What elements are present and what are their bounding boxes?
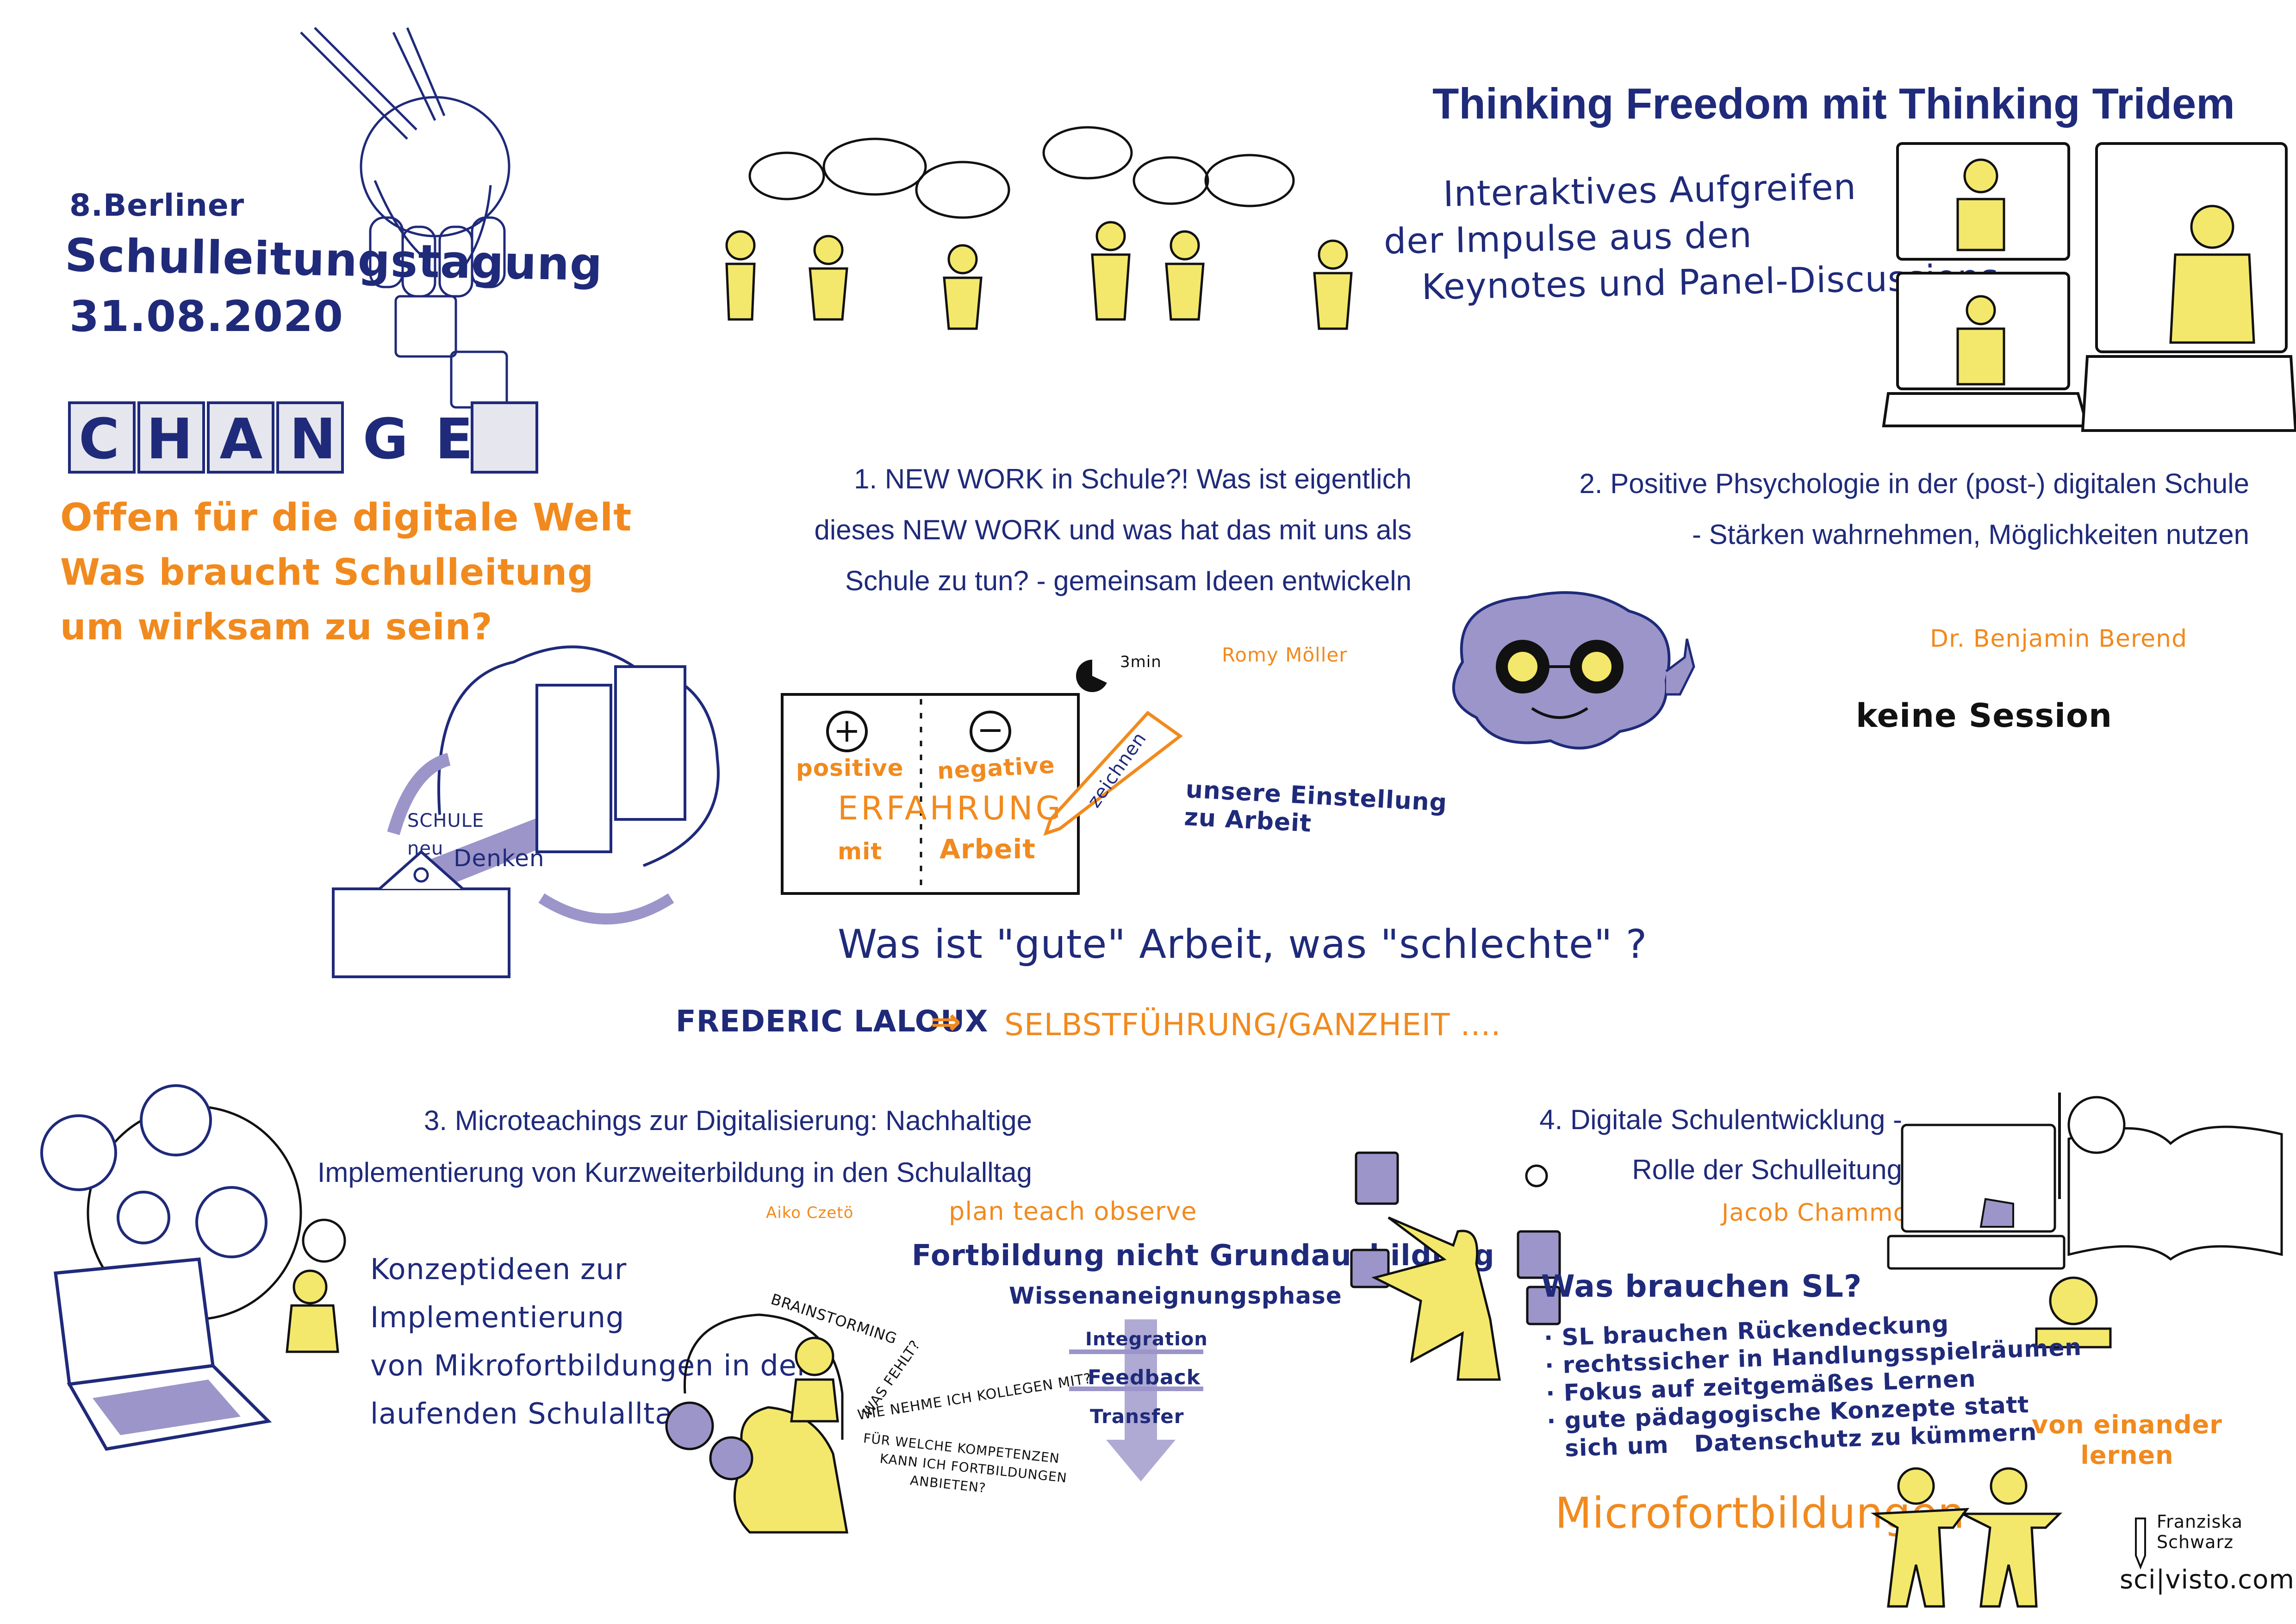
concept-label: SELBSTFÜHRUNG/GANZHEIT ....	[1004, 1007, 1501, 1043]
signature-name-line: Schwarz	[2157, 1532, 2234, 1552]
video-conference-illustration	[1882, 142, 2296, 432]
concept-ideas-line: laufenden Schulalltag	[370, 1397, 692, 1430]
fortbildung-note: Fortbildung nicht Grundausbildung	[912, 1238, 1495, 1272]
learning-steps-arrow	[1069, 1319, 1203, 1481]
session3-title-line: 3. Microteachings zur Digitalisierung: N…	[424, 1105, 1032, 1136]
session3-title-line: Implementierung von Kurzweiterbildung in…	[317, 1157, 1032, 1188]
label-schule: SCHULE	[407, 810, 485, 831]
attitude-note: unsere Einstellung zu Arbeit	[1183, 775, 1448, 844]
signature-name-line: Franziska	[2157, 1512, 2243, 1532]
session4-title-line: Rolle der Schulleitung	[1632, 1154, 1902, 1185]
signature-name: Franziska Schwarz	[2157, 1512, 2243, 1552]
session4-speaker: Jacob Chammon	[1722, 1199, 1924, 1227]
session4-question: Was brauchen SL?	[1541, 1268, 1862, 1304]
concept-ideas-line: Konzeptideen zur	[370, 1252, 627, 1286]
session4-title: 4. Digitale Schulentwicklung - Rolle der…	[1412, 1095, 1902, 1195]
experience-matrix: + −	[781, 659, 1183, 895]
thinking-person-illustration	[286, 1218, 346, 1353]
step-integration: Integration	[1085, 1329, 1208, 1350]
brainstorming-head-illustration	[665, 1313, 848, 1534]
author-name: FREDERIC LALOUX	[676, 1005, 989, 1039]
change-blocks	[68, 401, 538, 474]
step-feedback: Feedback	[1088, 1366, 1201, 1389]
session1-title: 1. NEW WORK in Schule?! Was ist eigentli…	[648, 454, 1412, 606]
session2-speaker: Dr. Benjamin Berend	[1930, 625, 2188, 653]
session3-speaker: Aiko Czetö	[766, 1204, 854, 1222]
signature-site: sci|visto.com	[2120, 1565, 2295, 1595]
pencil-icon	[2135, 1518, 2146, 1570]
central-question-line: Was braucht Schulleitung	[60, 552, 594, 593]
session1-speaker: Romy Möller	[1222, 643, 1348, 666]
mit-label: mit	[838, 838, 883, 865]
arbeit-label: Arbeit	[940, 833, 1036, 865]
session4-bullets: · SL brauchen Rückendeckung · rechtssich…	[1543, 1305, 2085, 1463]
von-einander-line: von einander	[2032, 1410, 2222, 1439]
svg-text:+: +	[834, 712, 861, 750]
multitasking-person-illustration	[1350, 1151, 1561, 1381]
event-name-line1: 8.Berliner	[69, 187, 245, 223]
experience-word: ERFAHRUNG	[838, 789, 1064, 827]
label-denken: Denken	[454, 845, 545, 872]
label-neu: neu	[407, 838, 444, 859]
robot-hand-illustration	[300, 27, 510, 409]
session4-title-line: 4. Digitale Schulentwicklung -	[1539, 1104, 1902, 1135]
session3-title: 3. Microteachings zur Digitalisierung: N…	[28, 1095, 1032, 1199]
concept-ideas-line: von Mikrofortbildungen in den	[370, 1349, 816, 1382]
session1-title-line: Schule zu tun? - gemeinsam Ideen entwick…	[845, 565, 1412, 596]
two-people-illustration	[1870, 1467, 2063, 1608]
central-question-line: Offen für die digitale Welt	[60, 496, 632, 540]
central-question: Offen für die digitale Welt Was braucht …	[60, 491, 632, 655]
session1-title-line: dieses NEW WORK und was hat das mit uns …	[814, 514, 1412, 545]
brain-sunglasses-illustration	[1452, 591, 1695, 750]
step-transfer: Transfer	[1090, 1405, 1184, 1428]
school-new-thinking-illustration	[332, 645, 720, 978]
digital-school-illustration	[1887, 1093, 2283, 1349]
session2-title-line: 2. Positive Phsychologie in der (post-) …	[1579, 468, 2249, 499]
work-question: Was ist "gute" Arbeit, was "schlechte" ?	[838, 921, 1648, 968]
session1-title-line: 1. NEW WORK in Schule?! Was ist eigentli…	[854, 463, 1412, 494]
arrow-symbol: ⇒	[930, 1000, 962, 1043]
timer-label: 3min	[1120, 653, 1162, 671]
change-word: CHANGE	[79, 407, 500, 472]
von-einander-lernen: von einander lernen	[2032, 1410, 2222, 1471]
positive-label: positive	[796, 755, 904, 781]
event-date: 31.08.2020	[69, 292, 344, 341]
von-einander-line: lernen	[2080, 1441, 2174, 1470]
plan-teach-observe: plan teach observe	[949, 1197, 1197, 1226]
session2-title-line: - Stärken wahrnehmen, Möglichkeiten nutz…	[1692, 519, 2249, 550]
concept-ideas-line: Implementierung	[370, 1300, 625, 1334]
concept-ideas: Konzeptideen zur Implementierung von Mik…	[370, 1245, 815, 1438]
session2-title: 2. Positive Phsychologie in der (post-) …	[1435, 458, 2249, 560]
central-question-line: um wirksam zu sein?	[60, 606, 493, 648]
page-title: Thinking Freedom mit Thinking Tridem	[1432, 79, 2235, 128]
session2-note: keine Session	[1856, 697, 2112, 735]
phase-note: Wissenaneignungsphase	[1009, 1282, 1342, 1309]
discussion-people-illustration	[725, 126, 1353, 330]
svg-text:−: −	[977, 711, 1004, 749]
laptop-avatars-illustration	[40, 1084, 302, 1451]
